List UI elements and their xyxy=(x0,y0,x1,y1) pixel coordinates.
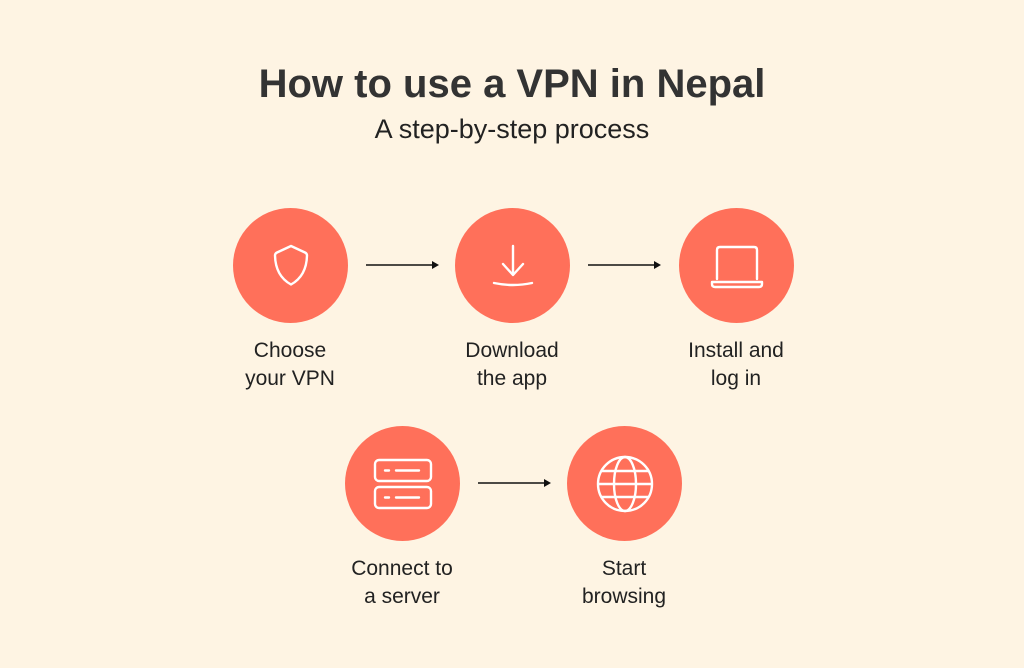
step-1-label-line1: Choose xyxy=(253,339,327,362)
server-icon xyxy=(373,458,432,509)
step-2-circle xyxy=(455,208,570,323)
laptop-icon xyxy=(710,245,763,288)
step-4-circle xyxy=(345,426,460,541)
step-3-label-line1: Install and xyxy=(688,339,784,362)
step-2-label-line2: the app xyxy=(476,367,548,390)
arrow-icon xyxy=(478,479,551,487)
step-3-circle xyxy=(679,208,794,323)
step-3-label-line2: log in xyxy=(710,367,762,390)
page-title: How to use a VPN in Nepal xyxy=(258,62,766,106)
step-4-label-line2: a server xyxy=(364,585,440,608)
step-5-label-line2: browsing xyxy=(581,585,667,608)
step-5-label-line1: Start xyxy=(601,557,647,580)
arrow-icon xyxy=(366,261,439,269)
step-5-circle xyxy=(567,426,682,541)
step-5-label: Start browsing xyxy=(524,555,724,611)
page-subtitle: A step-by-step process xyxy=(374,114,650,144)
step-4-label-line1: Connect to xyxy=(351,557,453,580)
step-1-label-line2: your VPN xyxy=(245,367,335,390)
download-icon xyxy=(492,244,533,286)
globe-icon xyxy=(596,455,653,512)
step-2-label: Download the app xyxy=(412,337,612,393)
step-4-label: Connect to a server xyxy=(302,555,502,611)
step-2-label-line1: Download xyxy=(465,339,559,362)
step-1-circle xyxy=(233,208,348,323)
step-3-label: Install and log in xyxy=(636,337,836,393)
arrow-icon xyxy=(588,261,661,269)
shield-icon xyxy=(273,244,308,286)
step-1-label: Choose your VPN xyxy=(190,337,390,393)
